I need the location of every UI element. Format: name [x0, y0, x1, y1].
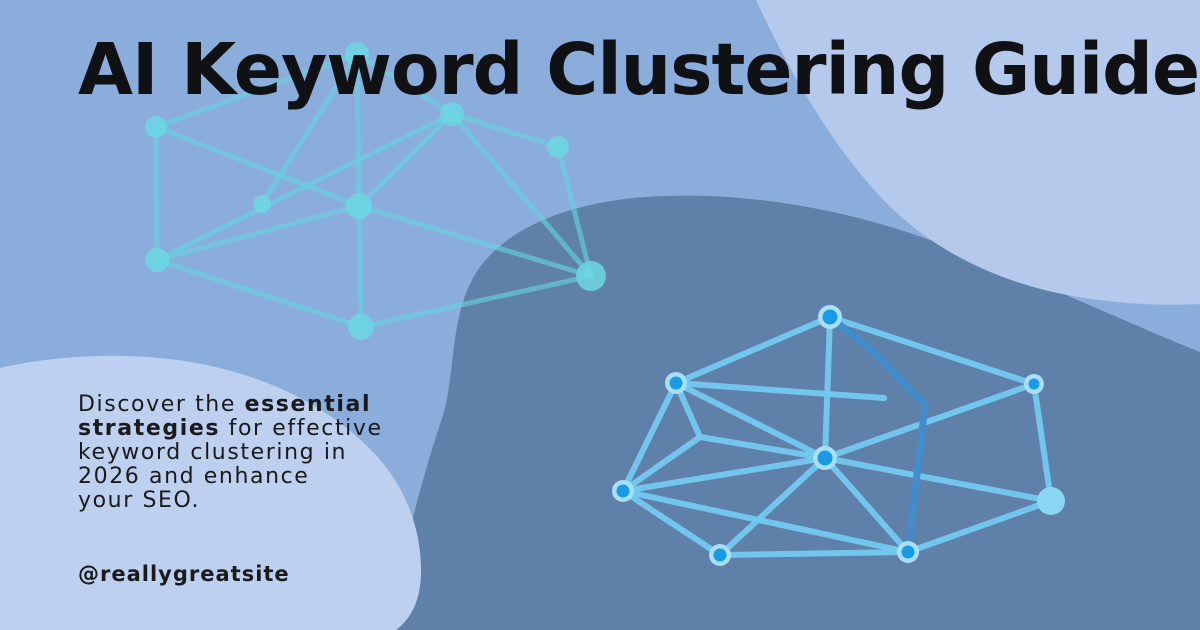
net-left-edge — [153, 124, 362, 209]
net-left-edge — [354, 51, 455, 117]
net-right-edge — [822, 455, 911, 555]
description-line: Discover the essential — [78, 393, 383, 417]
description-segment: your SEO. — [78, 488, 201, 513]
net-right-edge — [1031, 381, 1054, 504]
net-left-edge — [356, 111, 455, 209]
net-right-edge — [620, 434, 703, 494]
page-title: AI Keyword Clustering Guide — [78, 28, 1200, 111]
net-left-node — [145, 248, 169, 272]
net-right-node-core — [616, 484, 630, 498]
net-right-edge — [620, 380, 679, 494]
site-handle: @reallygreatsite — [78, 562, 290, 586]
net-left-edge — [449, 111, 594, 279]
net-right-node — [1037, 487, 1065, 515]
keyword-network-left — [145, 42, 606, 340]
net-left-edge — [154, 203, 362, 263]
description-line: strategies for effective — [78, 417, 383, 441]
net-right-edge — [822, 381, 1037, 461]
net-left-edge — [153, 124, 160, 263]
net-right-edge — [620, 488, 911, 555]
net-left-node — [348, 314, 374, 340]
net-right-node-core — [901, 545, 915, 559]
description-segment: 2026 and enhance — [78, 464, 310, 489]
net-left-node — [440, 102, 464, 126]
net-right-node-core — [822, 309, 838, 325]
net-right-edge — [673, 380, 828, 461]
net-left-node — [346, 193, 372, 219]
net-left-edge — [449, 111, 561, 150]
net-right-node-core — [669, 376, 683, 390]
net-left-edge — [154, 111, 455, 263]
net-right-edge — [620, 488, 723, 558]
net-left-edge — [154, 257, 364, 330]
net-right-edge — [697, 434, 828, 461]
net-right-edge — [905, 498, 1054, 555]
net-right-edge — [868, 346, 929, 409]
net-left-edge — [358, 273, 594, 330]
net-right-edge — [717, 455, 828, 558]
description-segment: Discover the — [78, 392, 245, 417]
net-left-node — [145, 116, 167, 138]
net-left-edge — [354, 51, 362, 209]
light-top-right-blob — [756, 0, 1200, 305]
description-segment: for effective — [220, 416, 383, 441]
net-left-edge — [356, 203, 594, 279]
net-right-edge — [673, 314, 833, 386]
net-left-edge — [153, 51, 360, 130]
net-left-node — [345, 42, 369, 66]
description-line: 2026 and enhance — [78, 465, 383, 489]
net-left-node — [547, 136, 569, 158]
net-right-node-core — [713, 548, 727, 562]
net-right-node-core — [1028, 378, 1040, 390]
description-segment: essential — [244, 392, 372, 417]
description-line: your SEO. — [78, 489, 383, 513]
net-left-node — [253, 195, 271, 213]
description-line: keyword clustering in — [78, 441, 383, 465]
net-right-edge — [827, 314, 1037, 387]
net-left-edge — [555, 144, 594, 279]
net-right-edge — [620, 455, 828, 494]
net-left-edge — [259, 51, 360, 207]
keyword-network-right — [612, 305, 1065, 566]
net-right-edge — [717, 549, 911, 558]
light-bottom-left-blob — [0, 355, 422, 630]
net-right-edge — [822, 455, 1054, 504]
net-left-node — [576, 261, 606, 291]
net-right-edge — [904, 401, 929, 556]
net-right-edge — [673, 380, 887, 401]
net-left-edge — [356, 203, 364, 330]
net-right-node-core — [817, 450, 833, 466]
description-segment: strategies — [78, 416, 221, 441]
description-segment: keyword clustering in — [78, 440, 348, 465]
net-right-edge — [822, 314, 833, 461]
